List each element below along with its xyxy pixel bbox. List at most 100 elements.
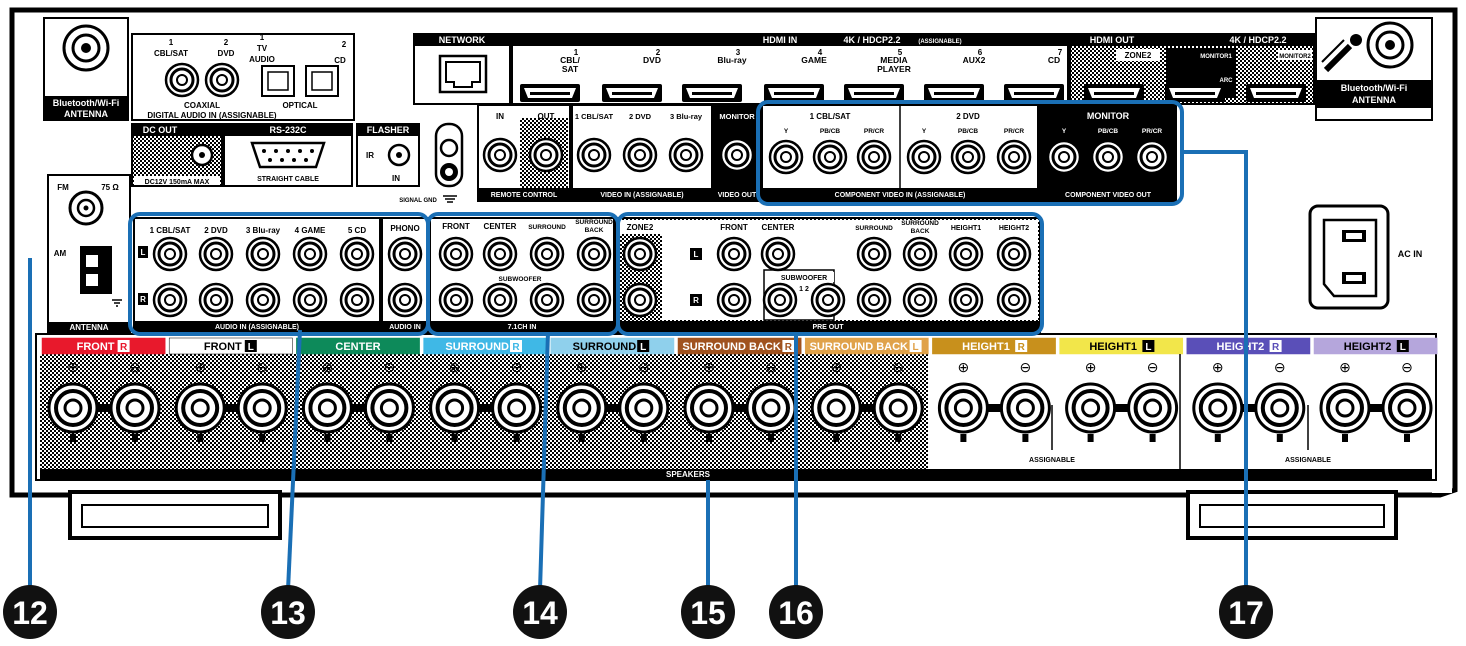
- pre-out-subwoofer-1[interactable]: [762, 282, 798, 318]
- speaker-terminal-negative[interactable]: [999, 382, 1052, 434]
- component-in-signal-label: Y: [784, 128, 789, 135]
- speaker-side-badge: [244, 340, 257, 352]
- svg-text:ANTENNA: ANTENNA: [1352, 95, 1396, 105]
- svg-text:SURROUND: SURROUND: [528, 224, 566, 231]
- speaker-terminal-negative[interactable]: [1381, 382, 1433, 434]
- speaker-side-badge: [1396, 340, 1409, 352]
- speaker-terminal-negative[interactable]: [490, 382, 543, 434]
- plus-icon: ⊕: [830, 359, 842, 375]
- audio-in-jack-l[interactable]: [198, 236, 234, 272]
- audio-in-jack-l[interactable]: [339, 236, 375, 272]
- speaker-terminal-positive[interactable]: [937, 382, 990, 434]
- pre-out-jack-l[interactable]: [716, 236, 752, 272]
- terminal-foot: [960, 434, 967, 442]
- speaker-channel-label: CENTER: [335, 341, 380, 353]
- pre-out-jack-r[interactable]: [902, 282, 938, 318]
- bt-left-line1: Bluetooth/Wi-Fi: [53, 98, 119, 108]
- pre-out-center[interactable]: [760, 236, 796, 272]
- hdmi-in-port-num: 2: [656, 48, 661, 57]
- pre-out-jack-r[interactable]: [996, 282, 1032, 318]
- terminal-bridge: [200, 404, 263, 412]
- hdmi-in-port[interactable]: [520, 84, 580, 102]
- pre-out-jack-r[interactable]: [948, 282, 984, 318]
- speaker-terminal-positive[interactable]: [1319, 382, 1371, 434]
- speaker-terminal-positive[interactable]: [555, 382, 608, 434]
- pre-out-zone2-l[interactable]: [622, 236, 658, 272]
- speaker-terminal-negative[interactable]: [872, 382, 925, 434]
- speaker-terminal-negative[interactable]: [236, 382, 289, 434]
- component-out-jack[interactable]: [1046, 139, 1082, 175]
- speaker-terminal-negative[interactable]: [745, 382, 797, 434]
- terminal-bridge: [709, 404, 771, 412]
- pre-out-jack-l[interactable]: [856, 236, 892, 272]
- component-in-jack[interactable]: [996, 139, 1032, 175]
- component-in-jack[interactable]: [950, 139, 986, 175]
- terminal-foot: [640, 434, 647, 442]
- pre-out-jack-r[interactable]: [716, 282, 752, 318]
- component-in-jack[interactable]: [856, 139, 892, 175]
- speaker-terminal-positive[interactable]: [428, 382, 481, 434]
- hdmi-in-port[interactable]: [924, 84, 984, 102]
- audio-in-jack-l[interactable]: [292, 236, 328, 272]
- audio-in-jack-r[interactable]: [198, 282, 234, 318]
- svg-text:AUDIO IN (ASSIGNABLE): AUDIO IN (ASSIGNABLE): [215, 324, 299, 331]
- signal-gnd-terminal: SIGNAL GND: [399, 122, 464, 204]
- plus-icon: ⊕: [194, 359, 206, 375]
- speaker-terminal-positive[interactable]: [1191, 382, 1244, 434]
- speaker-terminal-positive[interactable]: [1064, 382, 1117, 434]
- component-out-jack[interactable]: [1090, 139, 1126, 175]
- speaker-terminal-negative[interactable]: [1253, 382, 1306, 434]
- right-foot: [1186, 490, 1398, 540]
- callout-badge: [1219, 585, 1273, 639]
- speaker-terminal-negative[interactable]: [1126, 382, 1179, 434]
- terminal-foot: [578, 434, 585, 442]
- component-in-signal-label: PR/CR: [1004, 128, 1025, 135]
- speaker-terminal-negative[interactable]: [617, 382, 670, 434]
- speaker-terminal-positive[interactable]: [174, 382, 227, 434]
- component-in-jack[interactable]: [768, 139, 804, 175]
- audio-in-jack-r[interactable]: [292, 282, 328, 318]
- speaker-terminal-positive[interactable]: [47, 382, 99, 434]
- minus-icon: ⊖: [892, 359, 904, 375]
- speaker-terminal-positive[interactable]: [810, 382, 863, 434]
- hdmi-in-port[interactable]: [682, 84, 742, 102]
- svg-text:ARC: ARC: [1220, 78, 1234, 84]
- svg-text:2: 2: [342, 40, 347, 49]
- component-out-signal-label: PR/CR: [1142, 128, 1163, 135]
- terminal-foot: [1276, 434, 1283, 442]
- audio-in-jack-l[interactable]: [245, 236, 281, 272]
- pre-out-subwoofer-2[interactable]: [810, 282, 846, 318]
- pre-out-zone2-r[interactable]: [622, 282, 658, 318]
- component-in-jack[interactable]: [812, 139, 848, 175]
- audio-in-source-label: 1 CBL/SAT: [150, 226, 191, 235]
- hdmi-in-port[interactable]: [764, 84, 824, 102]
- svg-text:CENTER: CENTER: [762, 223, 795, 232]
- hdmi-in-port[interactable]: [1004, 84, 1064, 102]
- terminal-bridge: [581, 404, 644, 412]
- speaker-terminal-positive[interactable]: [301, 382, 354, 434]
- pre-out-jack-l[interactable]: [948, 236, 984, 272]
- svg-text:MONITOR: MONITOR: [1087, 111, 1130, 121]
- component-out-jack[interactable]: [1134, 139, 1170, 175]
- pre-out-jack-l[interactable]: [996, 236, 1032, 272]
- speaker-terminal-negative[interactable]: [109, 382, 161, 434]
- audio-in-jack-r[interactable]: [152, 282, 188, 318]
- speaker-terminal-positive[interactable]: [683, 382, 735, 434]
- svg-text:FRONT: FRONT: [720, 223, 748, 232]
- callout-badge: [3, 585, 57, 639]
- terminal-bridge: [454, 404, 517, 412]
- hdmi-in-port[interactable]: [602, 84, 662, 102]
- svg-text:(ASSIGNABLE): (ASSIGNABLE): [918, 39, 961, 45]
- hdmi-in-port[interactable]: [844, 84, 904, 102]
- svg-text:75 Ω: 75 Ω: [101, 183, 119, 192]
- audio-in-jack-r[interactable]: [245, 282, 281, 318]
- speaker-terminal-negative[interactable]: [363, 382, 416, 434]
- audio-in-jack-l[interactable]: [152, 236, 188, 272]
- component-in-jack[interactable]: [906, 139, 942, 175]
- pre-out-jack-l[interactable]: [902, 236, 938, 272]
- terminal-foot: [451, 434, 458, 442]
- audio-in-jack-r[interactable]: [339, 282, 375, 318]
- svg-text:FRONT: FRONT: [442, 222, 470, 231]
- pre-out-jack-r[interactable]: [856, 282, 892, 318]
